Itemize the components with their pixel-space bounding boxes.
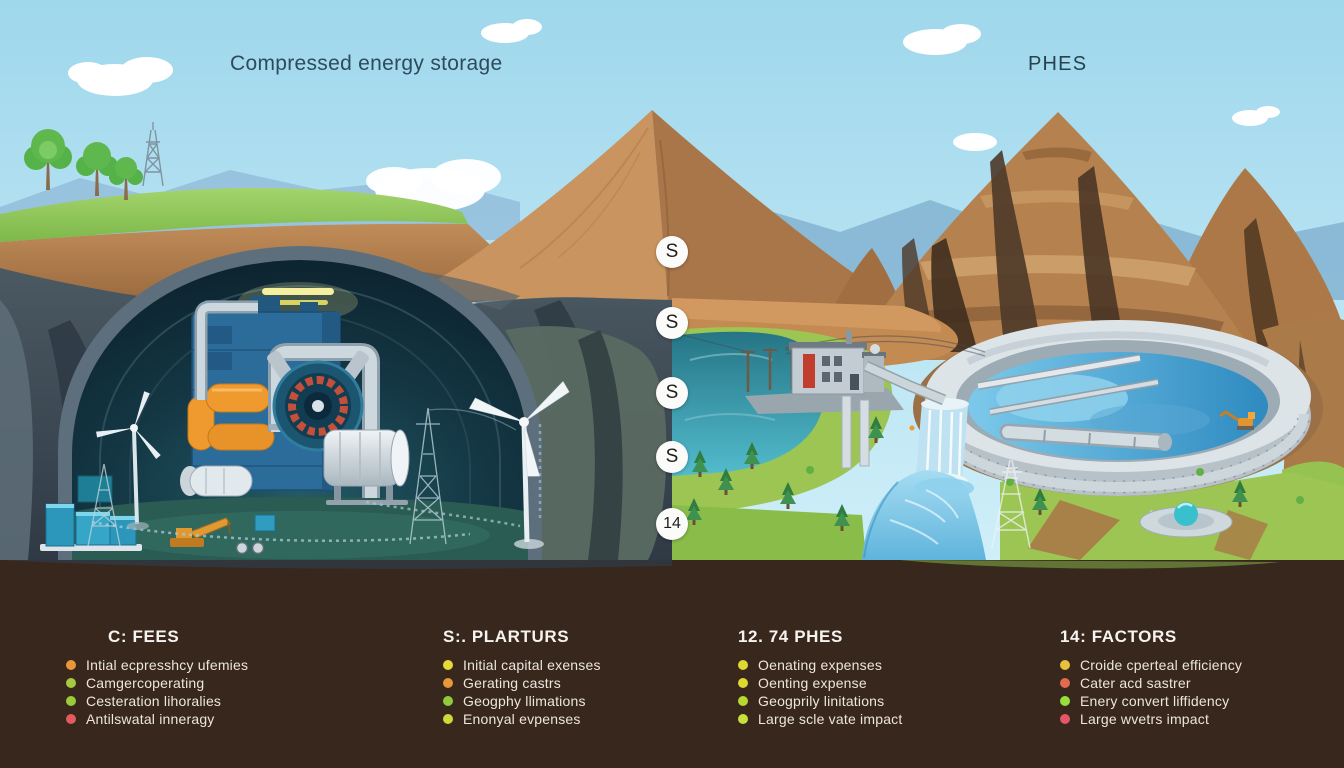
flume-channel	[864, 362, 946, 404]
transmission-tower-surface	[142, 122, 164, 187]
legend-item: Enonyal evpenses	[443, 710, 773, 728]
legend-column-plarturs: S:. PLARTURS Initial capital exenses Ger…	[443, 627, 773, 728]
bullet-dot	[66, 714, 76, 724]
bullet-dot	[66, 696, 76, 706]
legend-column-phes: 12. 74 PHES Oenating expenses Oenting ex…	[738, 627, 1068, 728]
red-panel	[803, 354, 815, 388]
river	[862, 470, 986, 560]
worker-figure	[909, 425, 915, 431]
wind-turbine-small	[96, 391, 161, 530]
title-right: PHES	[1028, 53, 1088, 75]
excavator	[1219, 410, 1255, 430]
flume-pier	[841, 395, 852, 469]
pipe	[197, 303, 258, 400]
bullet-dot	[66, 660, 76, 670]
divider-marker-3: S	[656, 377, 688, 409]
turbine-flywheel	[267, 350, 369, 452]
legend-band	[0, 560, 1344, 768]
divider-marker-1: S	[656, 236, 688, 268]
legend-column-fees: C: FEES Intial ecpresshcy ufemies Camger…	[66, 627, 396, 728]
tree	[76, 142, 118, 196]
small-tank	[180, 465, 253, 497]
bullet-dot	[1060, 696, 1070, 706]
divider-marker-4: S	[656, 441, 688, 473]
ceiling-light	[262, 288, 334, 295]
legend-item: Intial ecpresshcy ufemies	[66, 656, 396, 674]
caes-machinery	[40, 296, 542, 555]
bullet-dot	[443, 714, 453, 724]
wind-turbine-large	[468, 380, 570, 549]
teal-pond	[672, 331, 826, 476]
mound-right-face	[652, 110, 903, 306]
conveyor-chain	[91, 520, 471, 542]
legend-item: Large wvetrs impact	[1060, 710, 1344, 728]
legend-header: 14: FACTORS	[1060, 627, 1177, 646]
legend-column-factors: 14: FACTORS Croide cperteal efficiency C…	[1060, 627, 1344, 728]
bullet-dot	[66, 678, 76, 688]
legend-item: Oenating expenses	[738, 656, 1068, 674]
lattice-tower	[87, 463, 121, 547]
legend-item: Cater acd sastrer	[1060, 674, 1344, 692]
legend-item: Geogprily linitations	[738, 692, 1068, 710]
turbine-dome	[1139, 502, 1233, 538]
bullet-dot	[1060, 714, 1070, 724]
mound-left-face	[402, 110, 668, 302]
legend-item: Geogphy llimations	[443, 692, 773, 710]
title-left: Compressed energy storage	[230, 52, 503, 75]
legend-item: Initial capital exenses	[443, 656, 773, 674]
reservoir	[909, 320, 1323, 496]
bullet-dot	[738, 660, 748, 670]
pine-trees	[686, 416, 1304, 531]
bullet-dot	[443, 678, 453, 688]
bullet-dot	[738, 678, 748, 688]
grass-cap	[0, 187, 468, 242]
bullet-dot	[1060, 660, 1070, 670]
legend-header: 12. 74 PHES	[738, 627, 843, 646]
lattice-tower	[409, 407, 517, 545]
legend-item: Gerating castrs	[443, 674, 773, 692]
flume-pier	[859, 399, 870, 467]
divider-marker-5: 14	[656, 508, 688, 540]
power-station	[671, 330, 986, 469]
legend-item: Cesteration lihoralies	[66, 692, 396, 710]
bullet-dot	[738, 696, 748, 706]
mountain-shadow-streak	[990, 150, 1040, 344]
bullet-dot	[1060, 678, 1070, 688]
legend-item: Large scle vate impact	[738, 710, 1068, 728]
tree	[109, 157, 143, 200]
tree	[24, 129, 72, 190]
storage-tank	[323, 429, 410, 505]
sand-mound	[402, 110, 903, 306]
mossy-rock-face	[505, 326, 667, 560]
penstock-pipe	[1002, 426, 1168, 448]
transmission-tower-sketch	[991, 459, 1031, 549]
air-tank	[205, 383, 271, 413]
legend-item: Croide cperteal efficiency	[1060, 656, 1344, 674]
bullet-dot	[443, 660, 453, 670]
legend-header: C: FEES	[108, 627, 180, 646]
legend-item: Enery convert liffidency	[1060, 692, 1344, 710]
legend-header: S:. PLARTURS	[443, 627, 570, 646]
divider-marker-2: S	[656, 307, 688, 339]
air-tank	[207, 423, 275, 451]
legend-item: Oenting expense	[738, 674, 1068, 692]
bullet-dot	[443, 696, 453, 706]
bullet-dot	[738, 714, 748, 724]
legend-item: Antilswatal inneragy	[66, 710, 396, 728]
legend-item: Camgercoperating	[66, 674, 396, 692]
reservoir-bridge	[977, 355, 1141, 389]
